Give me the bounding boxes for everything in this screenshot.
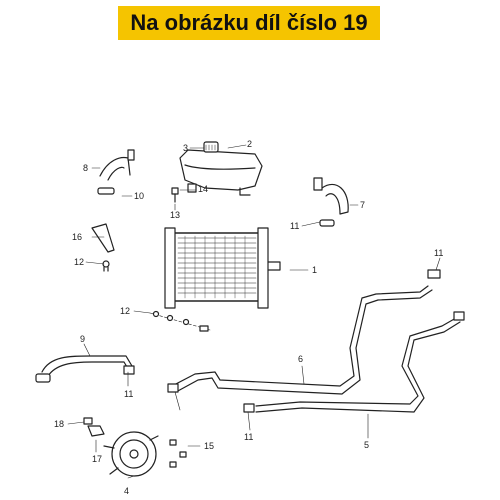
screw-12-part <box>102 260 110 272</box>
hose-7-part <box>313 177 349 227</box>
pipe-6-part <box>167 285 433 395</box>
callout-12-upper: 12 <box>74 257 84 267</box>
callout-1: 1 <box>312 265 317 275</box>
callout-10: 10 <box>134 191 144 201</box>
callout-11-bottom: 11 <box>244 432 253 442</box>
callout-16: 16 <box>72 232 82 242</box>
bolt-18-part <box>83 417 93 425</box>
callout-12-lower: 12 <box>120 306 130 316</box>
screws-row-part <box>149 310 211 332</box>
callout-18: 18 <box>54 419 64 429</box>
bolt-13-part <box>171 187 179 203</box>
callout-11-left: 11 <box>124 389 133 399</box>
callout-2: 2 <box>247 139 252 149</box>
radiator-part <box>164 227 281 309</box>
pump-cover-4-part <box>103 431 159 477</box>
banner-title: Na obrázku díl číslo 19 <box>130 10 368 35</box>
bolts-15-part <box>169 439 187 468</box>
callout-6: 6 <box>298 354 303 364</box>
callout-11-right: 11 <box>434 248 443 258</box>
expansion-tank-part <box>179 149 263 196</box>
callout-labels: 1 2 3 8 10 14 13 7 11 16 12 12 9 11 6 11… <box>54 139 443 496</box>
callout-9: 9 <box>80 334 85 344</box>
pipe-9-part <box>35 355 135 383</box>
callout-17: 17 <box>92 454 102 464</box>
bracket-16-part <box>91 223 115 253</box>
part-number-banner: Na obrázku díl číslo 19 <box>118 6 380 40</box>
callout-3: 3 <box>183 143 188 153</box>
clamp-11-part <box>427 269 441 279</box>
callout-15: 15 <box>204 441 214 451</box>
tank-cap-part <box>203 141 219 153</box>
leader-lines <box>67 144 441 479</box>
nut-14-part <box>187 183 197 193</box>
callout-5: 5 <box>364 440 369 450</box>
callout-8: 8 <box>83 163 88 173</box>
callout-11-upper: 11 <box>290 221 299 231</box>
callout-14: 14 <box>198 184 208 194</box>
pipe-5-part <box>243 311 465 413</box>
callout-7: 7 <box>360 200 365 210</box>
callout-13: 13 <box>170 210 180 220</box>
hose-8-part <box>99 149 135 181</box>
callout-4: 4 <box>124 486 129 496</box>
fitting-17-part <box>87 425 105 437</box>
clamp-10-part <box>97 187 115 195</box>
